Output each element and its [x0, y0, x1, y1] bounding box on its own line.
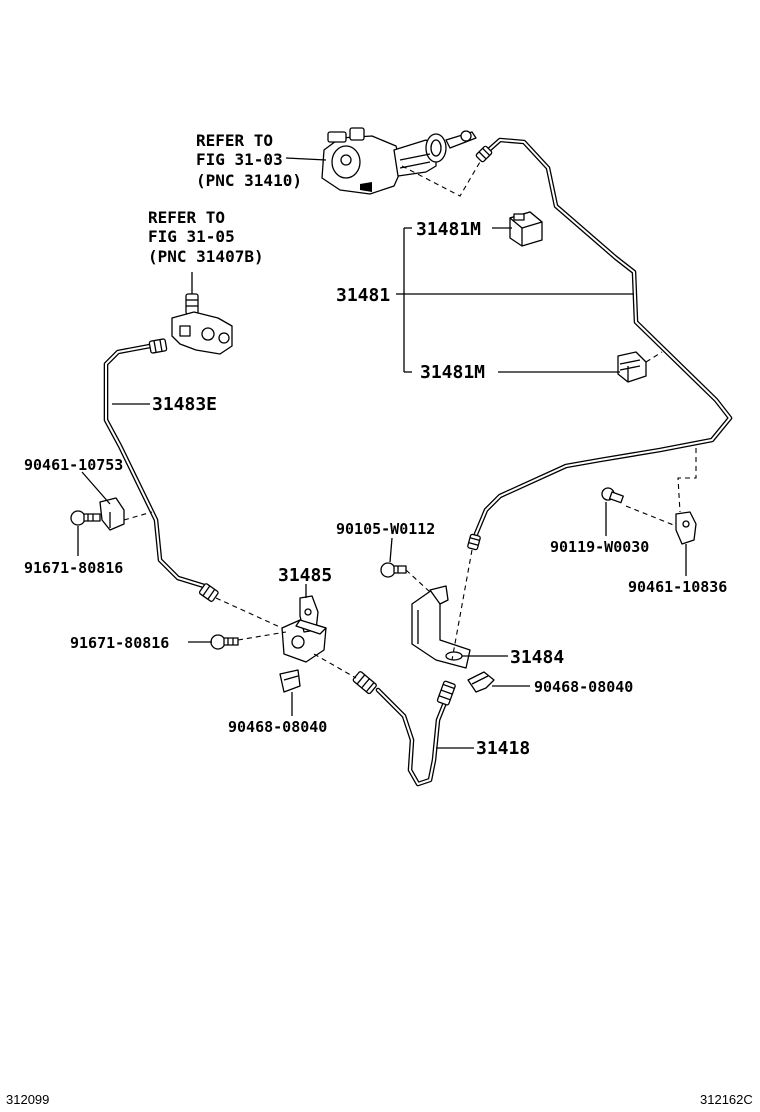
label-31481M-top: 31481M: [416, 219, 481, 240]
bolt-91671-80816-mid: [210, 634, 239, 650]
label-31483E: 31483E: [152, 394, 217, 415]
leader-lines: [77, 157, 687, 749]
label-31485: 31485: [278, 565, 332, 586]
label-31481M-bottom: 31481M: [420, 362, 485, 383]
clamp-31481M-bottom: [617, 351, 647, 383]
label-31418: 31418: [476, 738, 530, 759]
footer-right-code: 312162C: [700, 1092, 753, 1107]
label-91671-80816-left: 91671-80816: [24, 559, 123, 577]
label-90119-W0030: 90119-W0030: [550, 538, 649, 556]
svg-text:REFER TO: REFER TO: [148, 208, 225, 227]
bracket-31484: [411, 585, 471, 669]
callout-refer-master-cylinder: REFER TO FIG 31-03 (PNC 31410): [196, 131, 302, 190]
clip-90461-10836: [675, 511, 697, 545]
footer-left-code: 312099: [6, 1092, 49, 1107]
svg-text:(PNC 31410): (PNC 31410): [196, 171, 302, 190]
flexible-hose-31418: [352, 671, 456, 787]
label-90105-W0112: 90105-W0112: [336, 520, 435, 538]
clip-90468-08040-left: [279, 669, 301, 693]
bolt-90105-W0112: [380, 562, 407, 578]
label-90468-08040-left: 90468-08040: [228, 718, 327, 736]
clip-90461-10753: [99, 497, 125, 531]
svg-text:FIG 31-05: FIG 31-05: [148, 227, 235, 246]
label-90461-10753: 90461-10753: [24, 456, 123, 474]
clamp-31481M-top: [509, 211, 543, 247]
callout-refer-release-cylinder: REFER TO FIG 31-05 (PNC 31407B): [148, 208, 264, 266]
bolt-90119-W0030: [601, 487, 624, 504]
clutch-tube-31483E: [103, 343, 207, 589]
bracket-31485: [281, 595, 327, 663]
svg-text:REFER TO: REFER TO: [196, 131, 273, 150]
label-90468-08040-right: 90468-08040: [534, 678, 633, 696]
clutch-tube-31481: [473, 137, 733, 537]
label-90461-10836: 90461-10836: [628, 578, 727, 596]
label-31484: 31484: [510, 647, 564, 668]
clip-90468-08040-right: [467, 671, 495, 693]
master-cylinder-illustration: [321, 127, 493, 197]
bolt-91671-80816-left: [70, 510, 101, 526]
label-91671-80816-mid: 91671-80816: [70, 634, 169, 652]
svg-text:FIG 31-03: FIG 31-03: [196, 150, 283, 169]
label-31481: 31481: [336, 285, 390, 306]
svg-text:(PNC 31407B): (PNC 31407B): [148, 247, 264, 266]
release-cylinder-union-illustration: [148, 293, 233, 355]
